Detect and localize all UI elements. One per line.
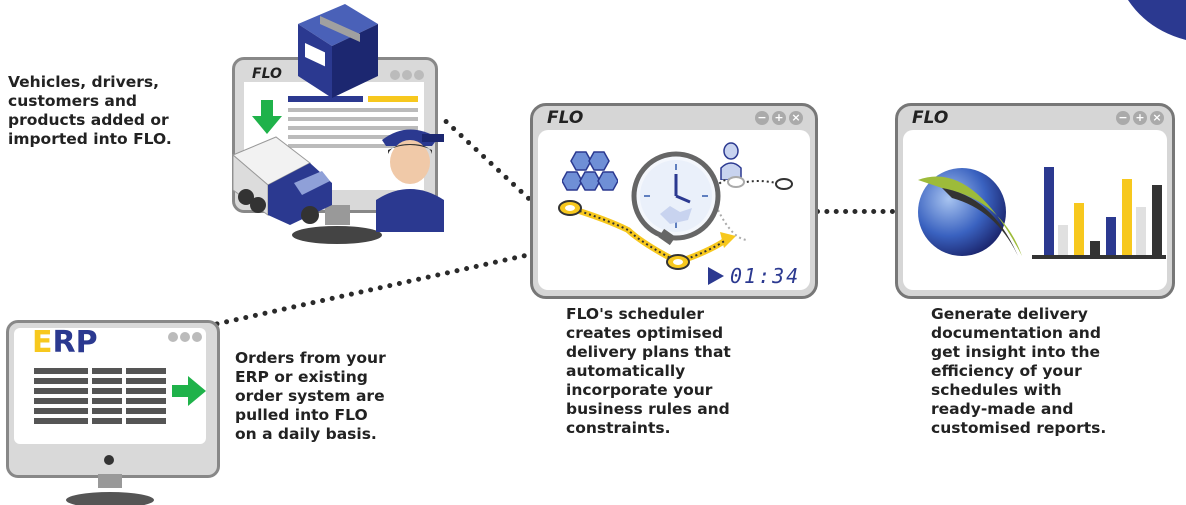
maximize-icon[interactable]	[402, 70, 412, 80]
connector-scheduler-to-reports	[815, 209, 895, 214]
arrow-down-icon	[252, 100, 282, 134]
erp-table	[34, 368, 166, 424]
erp-logo-rest: RP	[52, 325, 98, 360]
scheduler-caption: FLO's scheduler creates optimised delive…	[566, 305, 731, 437]
import-caption: Vehicles, drivers, customers and product…	[8, 73, 172, 148]
import-flo-logo: FLO	[252, 66, 282, 82]
import-window-controls	[390, 70, 426, 82]
driver-icon	[376, 129, 444, 232]
maximize-icon[interactable]	[180, 332, 190, 342]
erp-logo-first: E	[32, 325, 53, 360]
close-icon[interactable]	[414, 70, 424, 80]
arrow-right-icon	[172, 376, 206, 406]
connector-erp-to-scheduler	[214, 252, 528, 327]
maximize-icon[interactable]: +	[772, 111, 786, 125]
connector-import-to-scheduler	[442, 118, 540, 209]
close-icon[interactable]	[192, 332, 202, 342]
reports-flo-logo: FLO	[912, 108, 949, 128]
close-icon[interactable]: ×	[1150, 111, 1164, 125]
globe-icon	[918, 168, 1022, 256]
person-icon	[720, 142, 742, 180]
play-icon	[708, 267, 724, 285]
import-table	[288, 96, 418, 148]
close-icon[interactable]: ×	[789, 111, 803, 125]
minimize-icon[interactable]: −	[1116, 111, 1130, 125]
erp-window-controls	[168, 332, 204, 344]
scheduler-flo-logo: FLO	[547, 108, 584, 128]
minimize-icon[interactable]	[390, 70, 400, 80]
timer-value: 01:34	[730, 264, 801, 288]
reports-window-controls: − + ×	[1116, 111, 1172, 125]
minimize-icon[interactable]	[168, 332, 178, 342]
erp-monitor-stand	[66, 474, 154, 505]
hexagons-icon	[562, 151, 618, 191]
bar-chart-icon	[1032, 167, 1166, 259]
erp-caption: Orders from your ERP or existing order s…	[235, 349, 386, 443]
corner-decoration	[1128, 0, 1186, 40]
import-monitor-stand	[292, 205, 382, 244]
maximize-icon[interactable]: +	[1133, 111, 1147, 125]
erp-logo: ERP	[32, 326, 98, 360]
reports-caption: Generate delivery documentation and get …	[931, 305, 1107, 437]
package-icon	[298, 4, 378, 98]
erp-power-button	[104, 455, 114, 465]
minimize-icon[interactable]: −	[755, 111, 769, 125]
truck-icon	[232, 136, 332, 225]
clock-icon	[631, 151, 721, 246]
scheduler-window-controls: − + ×	[755, 111, 811, 125]
